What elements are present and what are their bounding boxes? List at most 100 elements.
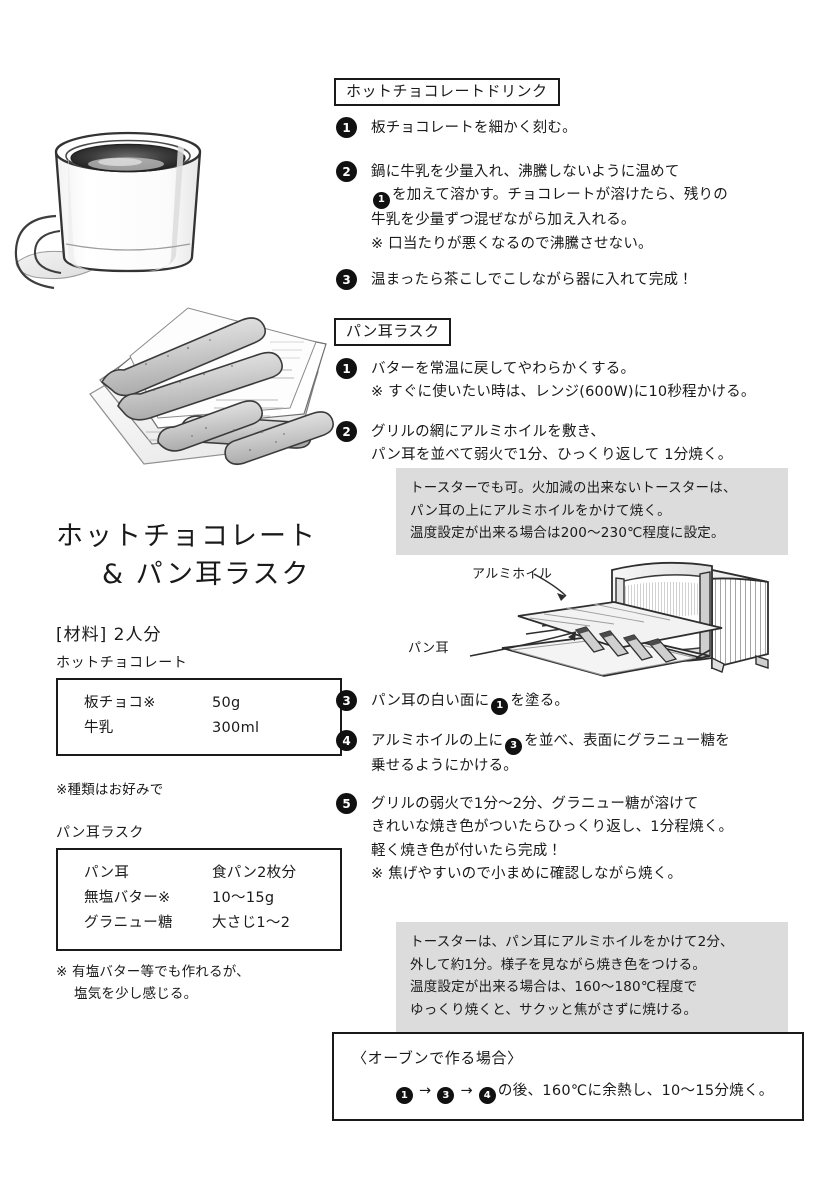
step-text: 板チョコレートを細かく刻む。 <box>371 117 577 140</box>
step-line-text-tail: を並べ、表面にグラニュー糖を <box>524 733 730 749</box>
toaster-note-box: トースターは、パン耳にアルミホイルをかけて2分、 外して約1分。様子を見ながら焼… <box>396 922 788 1032</box>
ingredient-table: パン耳 食パン2枚分 無塩バター※ 10〜15g グラニュー糖 大さじ1〜2 <box>56 848 342 951</box>
ingredient-name: グラニュー糖 <box>84 914 173 931</box>
step-line: 乗せるようにかける。 <box>371 757 518 774</box>
ingredient-footnote-chocolate: ※種類はお好みで <box>56 780 163 802</box>
arrow-icon: → <box>460 1083 473 1099</box>
toaster-oven-illustration <box>460 560 790 680</box>
ingredient-group-label: パン耳ラスク <box>56 825 145 841</box>
step-row: 3 温まったら茶こしでこしながら器に入れて完成！ <box>336 269 796 292</box>
step-line: きれいな焼き色がついたらひっくり返し、1分程焼く。 <box>371 819 734 836</box>
step-number-badge: 5 <box>336 793 357 814</box>
step-line-text: を加えて溶かす。チョコレートが溶けたら、残りの <box>392 187 728 204</box>
ingredient-group-hot-chocolate: ホットチョコレート 板チョコ※ 50g 牛乳 300ml <box>56 652 342 756</box>
step-number-badge: 3 <box>336 690 357 711</box>
step-row: 5 グリルの弱火で1分〜2分、グラニュー糖が溶けて きれいな焼き色がついたらひっ… <box>336 793 811 887</box>
step-line: 軽く焼き色が付いたら完成！ <box>371 842 563 859</box>
step-text: 温まったら茶こしでこしながら器に入れて完成！ <box>371 269 693 292</box>
inline-step-badge: 4 <box>478 1087 496 1104</box>
footnote-line: 塩気を少し感じる。 <box>74 985 198 1002</box>
note-line: 温度設定が出来る場合は、160〜180℃程度で <box>410 979 698 996</box>
step-row: 1 板チョコレートを細かく刻む。 <box>336 117 786 140</box>
page-title-line2: & パン耳ラスク <box>102 559 311 591</box>
ingredient-table: 板チョコ※ 50g 牛乳 300ml <box>56 678 342 756</box>
step-line: 牛乳を少量ずつ混ぜながら加え入れる。 <box>371 212 636 229</box>
ingredient-amount: 50g <box>212 695 241 711</box>
step-number-badge: 4 <box>336 730 357 751</box>
step-text: グリルの網にアルミホイルを敷き、 パン耳を並べて弱火で1分、ひっくり返して 1分… <box>371 421 732 468</box>
table-row: グラニュー糖 大さじ1〜2 <box>84 911 326 936</box>
note-line: ゆっくり焼くと、サクッと焦がさずに焼ける。 <box>410 1002 698 1019</box>
toaster-label-foil: アルミホイル <box>472 567 553 582</box>
step-number-badge: 1 <box>336 358 357 379</box>
inline-step-badge: 1 <box>373 192 390 210</box>
ingredient-amount: 大さじ1〜2 <box>212 914 291 931</box>
step-row: 2 グリルの網にアルミホイルを敷き、 パン耳を並べて弱火で1分、ひっくり返して … <box>336 421 806 468</box>
step-text: バターを常温に戻してやわらかくする。 ※ すぐに使いたい時は、レンジ(600W)… <box>371 358 756 405</box>
step-line: グリルの弱火で1分〜2分、グラニュー糖が溶けて <box>371 796 699 812</box>
section-header-hot-chocolate-drink: ホットチョコレートドリンク <box>334 78 560 106</box>
ingredient-group-bread-rusk: パン耳ラスク パン耳 食パン2枚分 無塩バター※ 10〜15g グラニュー糖 大… <box>56 822 342 951</box>
step-line: 鍋に牛乳を少量入れ、沸騰しないように温めて <box>371 164 680 180</box>
inline-step-badge: 3 <box>505 737 523 755</box>
step-line-text-tail: を塗る。 <box>510 693 570 709</box>
ingredient-name: 無塩バター※ <box>84 889 171 906</box>
note-line: トースターでも可。火加減の出来ないトースターは、 <box>410 480 737 496</box>
oven-box-tail: の後、160℃に余熱し、10〜15分焼く。 <box>497 1083 774 1099</box>
inline-step-badge: 3 <box>437 1087 455 1104</box>
step-line: ※ 焦げやすいので小まめに確認しながら焼く。 <box>371 866 683 883</box>
page-title: ホットチョコレート & パン耳ラスク <box>56 518 356 595</box>
step-line: ※ すぐに使いたい時は、レンジ(600W)に10秒程かける。 <box>371 384 756 401</box>
step-line: パン耳を並べて弱火で1分、ひっくり返して 1分焼く。 <box>371 447 733 464</box>
table-row: パン耳 食パン2枚分 <box>84 861 326 886</box>
step-line: 板チョコレートを細かく刻む。 <box>371 120 577 136</box>
ingredient-name: パン耳 <box>84 865 130 881</box>
section-header-bread-rusk: パン耳ラスク <box>334 318 452 346</box>
arrow-icon: → <box>419 1083 432 1099</box>
ingredient-amount: 食パン2枚分 <box>212 865 297 881</box>
grill-note-box: トースターでも可。火加減の出来ないトースターは、 パン耳の上にアルミホイルをかけ… <box>396 468 788 556</box>
step-number-badge: 2 <box>336 421 357 442</box>
ingredient-name: 板チョコ※ <box>84 695 156 711</box>
step-line: 温まったら茶こしでこしながら器に入れて完成！ <box>371 272 693 288</box>
ingredient-group-label: ホットチョコレート <box>56 655 188 671</box>
step-row: 1 バターを常温に戻してやわらかくする。 ※ すぐに使いたい時は、レンジ(600… <box>336 358 806 405</box>
footnote-line: ※ 有塩バター等でも作れるが、 <box>56 964 250 980</box>
ingredient-amount: 10〜15g <box>212 889 275 906</box>
inline-step-badge: 1 <box>491 697 509 715</box>
hot-chocolate-mug-illustration <box>8 88 238 293</box>
yield-label: [材料] 2人分 <box>56 625 162 645</box>
step-number-badge: 3 <box>336 269 357 290</box>
toaster-label-crust: パン耳 <box>408 641 449 656</box>
note-line: 外して約1分。様子を見ながら焼き色をつける。 <box>410 956 707 973</box>
note-line: 温度設定が出来る場合は200〜230℃程度に設定。 <box>410 525 725 542</box>
table-row: 無塩バター※ 10〜15g <box>84 886 326 911</box>
step-number-badge: 1 <box>336 117 357 138</box>
footnote-line: ※種類はお好みで <box>56 782 164 798</box>
page-title-line1: ホットチョコレート <box>56 521 317 552</box>
note-line: トースターは、パン耳にアルミホイルをかけて2分、 <box>410 934 734 950</box>
step-line: バターを常温に戻してやわらかくする。 <box>371 361 636 377</box>
step-line: ※ 口当たりが悪くなるので沸騰させない。 <box>371 235 653 252</box>
ingredient-footnote-butter: ※ 有塩バター等でも作れるが、 塩気を少し感じる。 <box>56 962 250 1005</box>
step-text: グリルの弱火で1分〜2分、グラニュー糖が溶けて きれいな焼き色がついたらひっくり… <box>371 793 733 887</box>
step-line-text: アルミホイルの上に <box>371 733 504 749</box>
bread-rusk-on-napkins-illustration <box>84 282 346 494</box>
table-row: 板チョコ※ 50g <box>84 691 326 716</box>
table-row: 牛乳 300ml <box>84 716 326 741</box>
ingredient-amount: 300ml <box>212 719 260 736</box>
step-line: グリルの網にアルミホイルを敷き、 <box>371 424 606 440</box>
ingredient-name: 牛乳 <box>84 719 114 736</box>
